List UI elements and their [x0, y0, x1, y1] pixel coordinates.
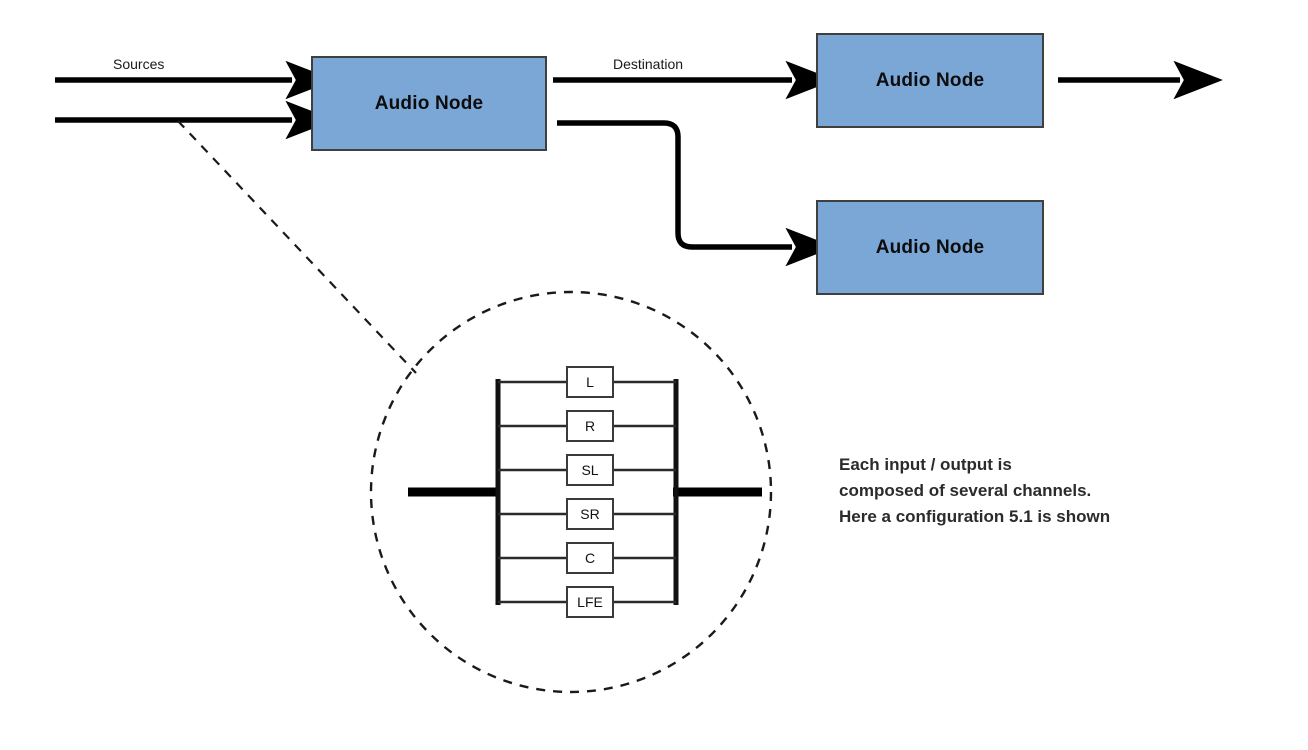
magnifier-leader-line [177, 120, 417, 374]
detail-caption-line-3: Here a configuration 5.1 is shown [839, 507, 1111, 526]
channel-label-lfe: LFE [577, 594, 603, 610]
channel-box-sr[interactable]: SR [566, 498, 614, 530]
audio-node-right-bottom[interactable]: Audio Node [816, 200, 1044, 295]
destination-label: Destination [613, 56, 684, 72]
channel-label-sl: SL [581, 462, 599, 478]
audio-node-left-label: Audio Node [374, 92, 484, 114]
audio-node-right-top[interactable]: Audio Node [816, 33, 1044, 128]
channel-box-lfe[interactable]: LFE [566, 586, 614, 618]
destination-arrow-elbow [557, 120, 835, 267]
magnifier-circle [369, 290, 773, 694]
channel-label-sr: SR [580, 506, 600, 522]
channel-label-r: R [584, 418, 596, 434]
channel-box-r[interactable]: R [566, 410, 614, 442]
detail-caption: Each input / output is composed of sever… [839, 452, 1110, 530]
sources-label: Sources [113, 56, 165, 72]
audio-node-right-bottom-label: Audio Node [875, 236, 985, 258]
audio-node-right-top-label: Audio Node [875, 69, 985, 91]
channel-label-l: L [586, 374, 594, 390]
channel-box-sl[interactable]: SL [566, 454, 614, 486]
detail-caption-line-1: Each input / output is [839, 455, 1012, 474]
audio-node-left[interactable]: Audio Node [311, 56, 547, 151]
detail-caption-line-2: composed of several channels. [839, 481, 1092, 500]
channel-box-l[interactable]: L [566, 366, 614, 398]
channel-box-c[interactable]: C [566, 542, 614, 574]
channel-label-c: C [584, 550, 596, 566]
